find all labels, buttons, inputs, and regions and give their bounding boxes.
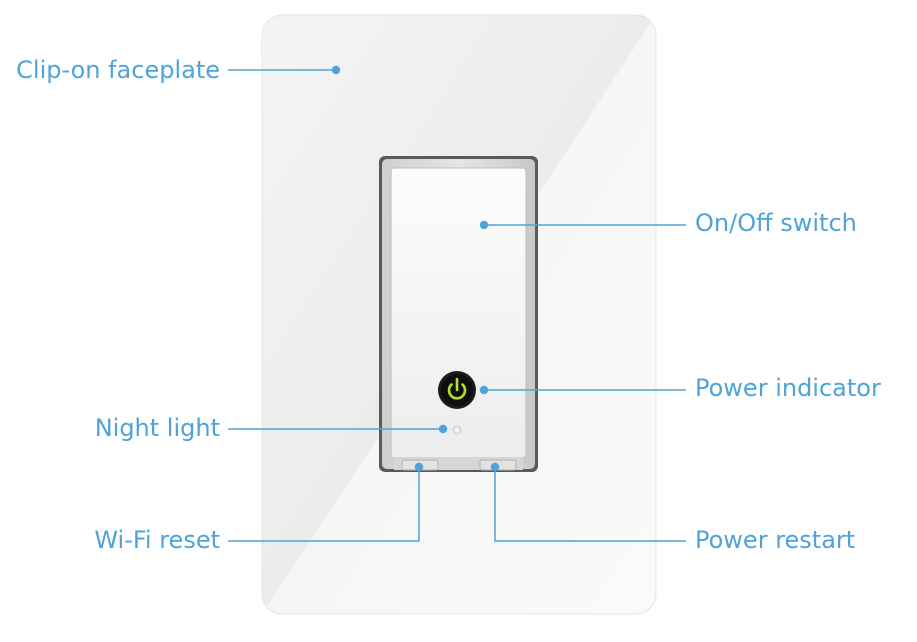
night-light-label: Night light — [94, 414, 220, 442]
power-restart-leader-line — [494, 467, 686, 542]
night-light-pointer-dot — [438, 424, 448, 434]
power-indicator-label: Power indicator — [695, 374, 881, 402]
power-restart-label: Power restart — [695, 526, 856, 554]
faceplate-pointer-dot — [331, 65, 341, 75]
power-indicator-pointer-dot — [479, 385, 489, 395]
wifi-reset-label: Wi-Fi reset — [94, 526, 220, 554]
switch-label: On/Off switch — [695, 209, 857, 237]
callout-dots — [331, 65, 500, 472]
faceplate-label: Clip-on faceplate — [16, 56, 220, 84]
bottom-buttons — [394, 458, 523, 471]
night-light-led — [452, 425, 462, 435]
power-icon — [438, 371, 476, 409]
power-restart-pointer-dot — [490, 462, 500, 472]
wifi-reset-pointer-dot — [414, 462, 424, 472]
wifi-reset-leader-line — [228, 467, 420, 542]
on-off-switch[interactable] — [390, 167, 527, 459]
callout-lines — [228, 69, 686, 542]
switch-pointer-dot — [479, 220, 489, 230]
